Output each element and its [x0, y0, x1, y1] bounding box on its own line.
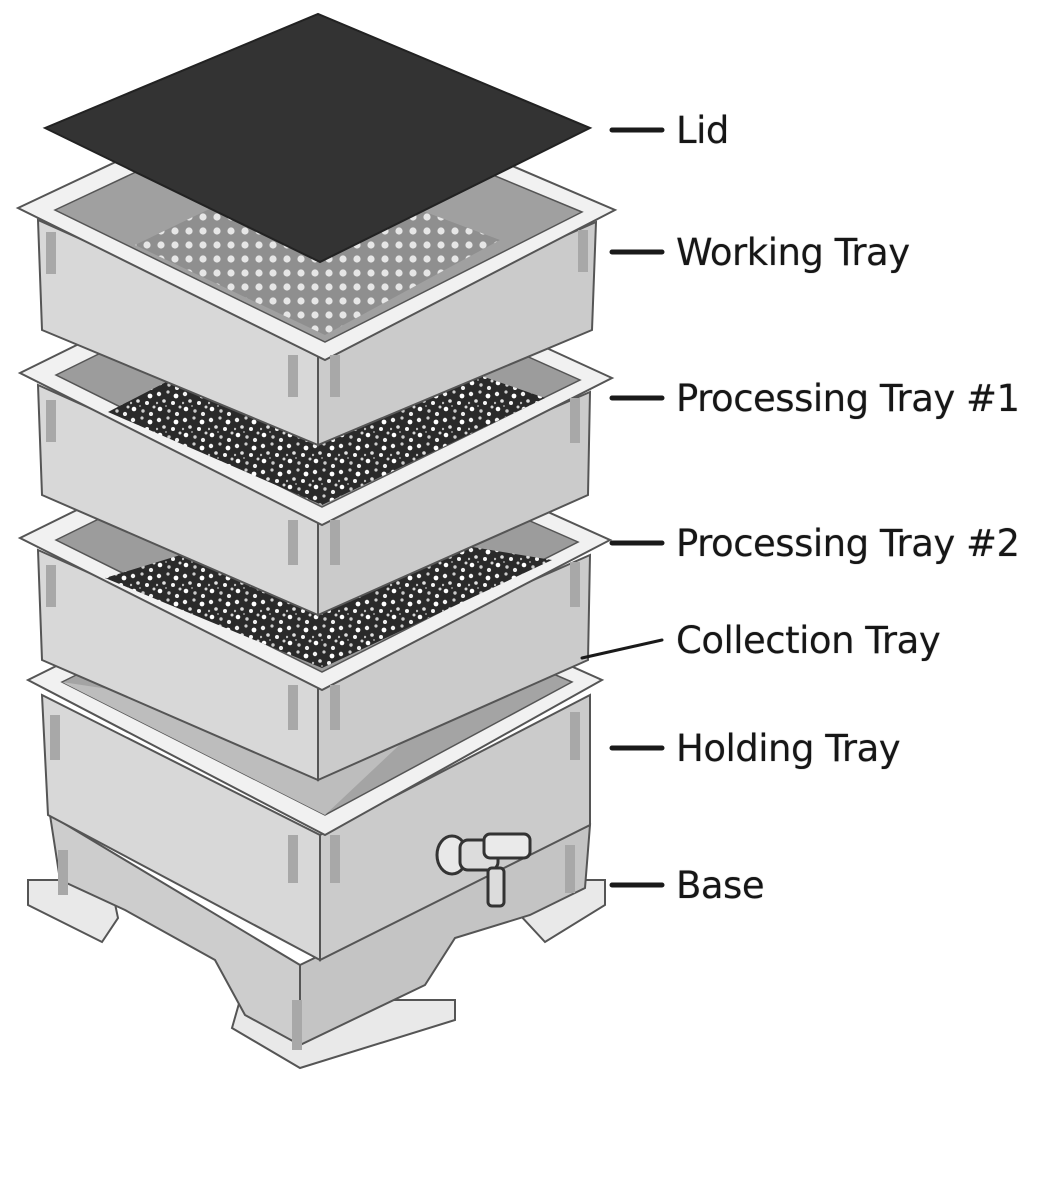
processing-tray-2-rib	[46, 565, 56, 607]
processing-tray-2-rib	[330, 685, 340, 730]
processing-tray-1-rib	[330, 520, 340, 565]
label-holding-tray: Holding Tray	[676, 727, 901, 770]
working-tray-rib	[46, 232, 56, 274]
processing-tray-1-rib	[570, 398, 580, 443]
holding-tray-rib	[288, 835, 298, 883]
leader-lines	[580, 127, 665, 888]
label-working-tray: Working Tray	[676, 231, 910, 274]
base-leg-notch-left	[58, 850, 68, 895]
holding-tray-rib	[330, 835, 340, 883]
lid-part	[42, 12, 593, 264]
processing-tray-2-rib	[288, 685, 298, 730]
base-leg-notch-front	[292, 1000, 302, 1050]
label-collection-tray: Collection Tray	[676, 619, 941, 662]
processing-tray-1-rib	[46, 400, 56, 442]
holding-tray-inner-slope	[62, 682, 410, 815]
holding-tray-rib	[570, 712, 580, 760]
leader-line-collection-tray	[580, 638, 664, 660]
holding-tray-right-wall	[319, 693, 591, 962]
base-part	[27, 813, 606, 1070]
label-processing-tray-1: Processing Tray #1	[676, 377, 1020, 420]
working-tray-rib	[578, 230, 588, 272]
working-tray-rib	[330, 355, 340, 397]
processing-tray-2-rib	[570, 562, 580, 607]
label-base: Base	[676, 864, 765, 907]
holding-tray-rib	[50, 715, 60, 760]
label-processing-tray-2: Processing Tray #2	[676, 522, 1020, 565]
processing-tray-1-rib	[288, 520, 298, 565]
spigot-icon	[435, 832, 532, 908]
working-tray-rib	[288, 355, 298, 397]
base-right-face	[299, 823, 592, 1047]
base-leg-notch-right	[565, 845, 575, 893]
label-lid: Lid	[676, 109, 729, 152]
